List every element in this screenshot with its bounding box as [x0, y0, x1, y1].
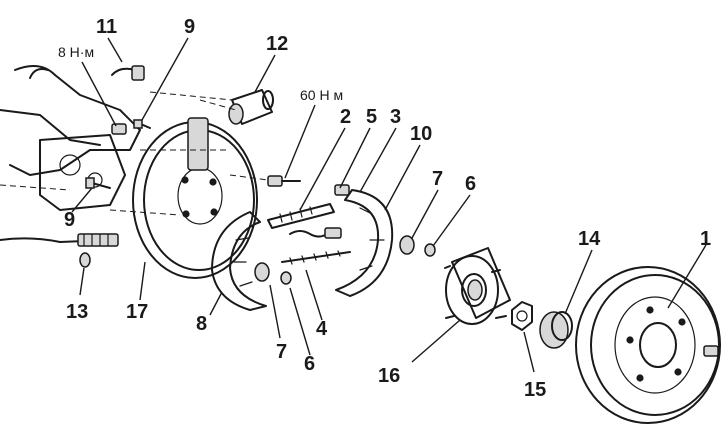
dust-cap	[539, 311, 573, 349]
brake-shoe-lower	[211, 211, 267, 311]
callout-9-top: 9	[184, 16, 195, 38]
callout-13: 13	[66, 301, 88, 323]
callout-6-bottom: 6	[304, 353, 315, 375]
axle-housing	[0, 65, 141, 211]
brake-drum	[575, 266, 721, 424]
wheel-hub	[444, 247, 511, 325]
callout-16: 16	[378, 365, 400, 387]
callout-1: 1	[700, 228, 711, 250]
callout-15: 15	[524, 379, 546, 401]
callout-17: 17	[126, 301, 148, 323]
callout-5: 5	[366, 106, 377, 128]
bleeder-and-bolts	[85, 119, 151, 189]
callout-3: 3	[390, 106, 401, 128]
hold-down-parts	[254, 235, 436, 285]
mounting-bolt	[229, 174, 301, 187]
torque-note-8nm: 8 Н·м	[58, 44, 94, 60]
hub-nut	[511, 301, 533, 331]
callout-8: 8	[196, 313, 207, 335]
brake-shoe-upper	[335, 189, 394, 297]
callout-4: 4	[316, 318, 328, 340]
callout-2: 2	[340, 106, 351, 128]
wheel-cylinder	[149, 89, 274, 125]
callout-11: 11	[96, 16, 117, 38]
backing-plate	[109, 117, 258, 279]
brake-pipe-fitting	[111, 65, 145, 81]
callout-9-left: 9	[64, 209, 75, 231]
adjuster-and-springs	[267, 184, 351, 265]
callout-7-top: 7	[432, 168, 443, 190]
callout-10: 10	[410, 123, 432, 145]
leader-lines	[71, 37, 707, 373]
callout-12: 12	[266, 33, 288, 55]
callout-7-bottom: 7	[276, 341, 287, 363]
torque-note-60nm: 60 Н м	[300, 87, 343, 103]
callout-6-top: 6	[465, 173, 476, 195]
brake-hose	[0, 233, 119, 268]
callout-14: 14	[578, 228, 601, 250]
